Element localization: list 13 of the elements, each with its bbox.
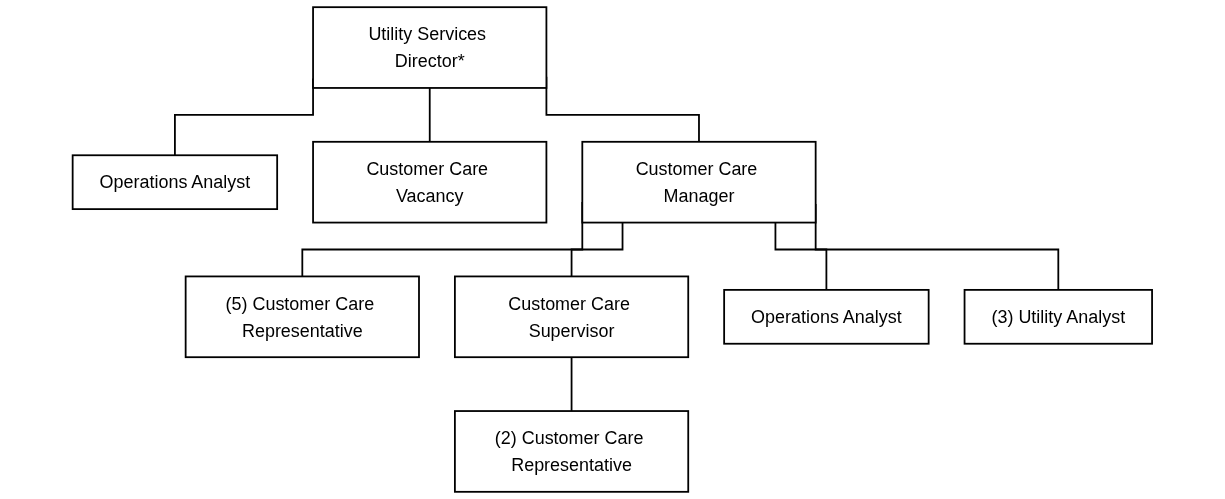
node-box: (2) Customer Care Representative [454, 410, 690, 493]
node-box: Utility Services Director* [312, 6, 548, 89]
connector [570, 356, 573, 412]
connector [429, 87, 431, 143]
node-box: Customer Care Vacancy [312, 140, 548, 224]
connector [774, 221, 828, 291]
node-box: Operations Analyst [71, 154, 279, 210]
node-box: Customer Care Supervisor [454, 275, 690, 359]
node-box: Customer Care Manager [581, 140, 817, 224]
connector [570, 221, 624, 278]
node-box: Operations Analyst [723, 289, 930, 345]
node-box: (5) Customer Care Representative [184, 275, 421, 359]
node-box: (3) Utility Analyst [963, 289, 1154, 345]
